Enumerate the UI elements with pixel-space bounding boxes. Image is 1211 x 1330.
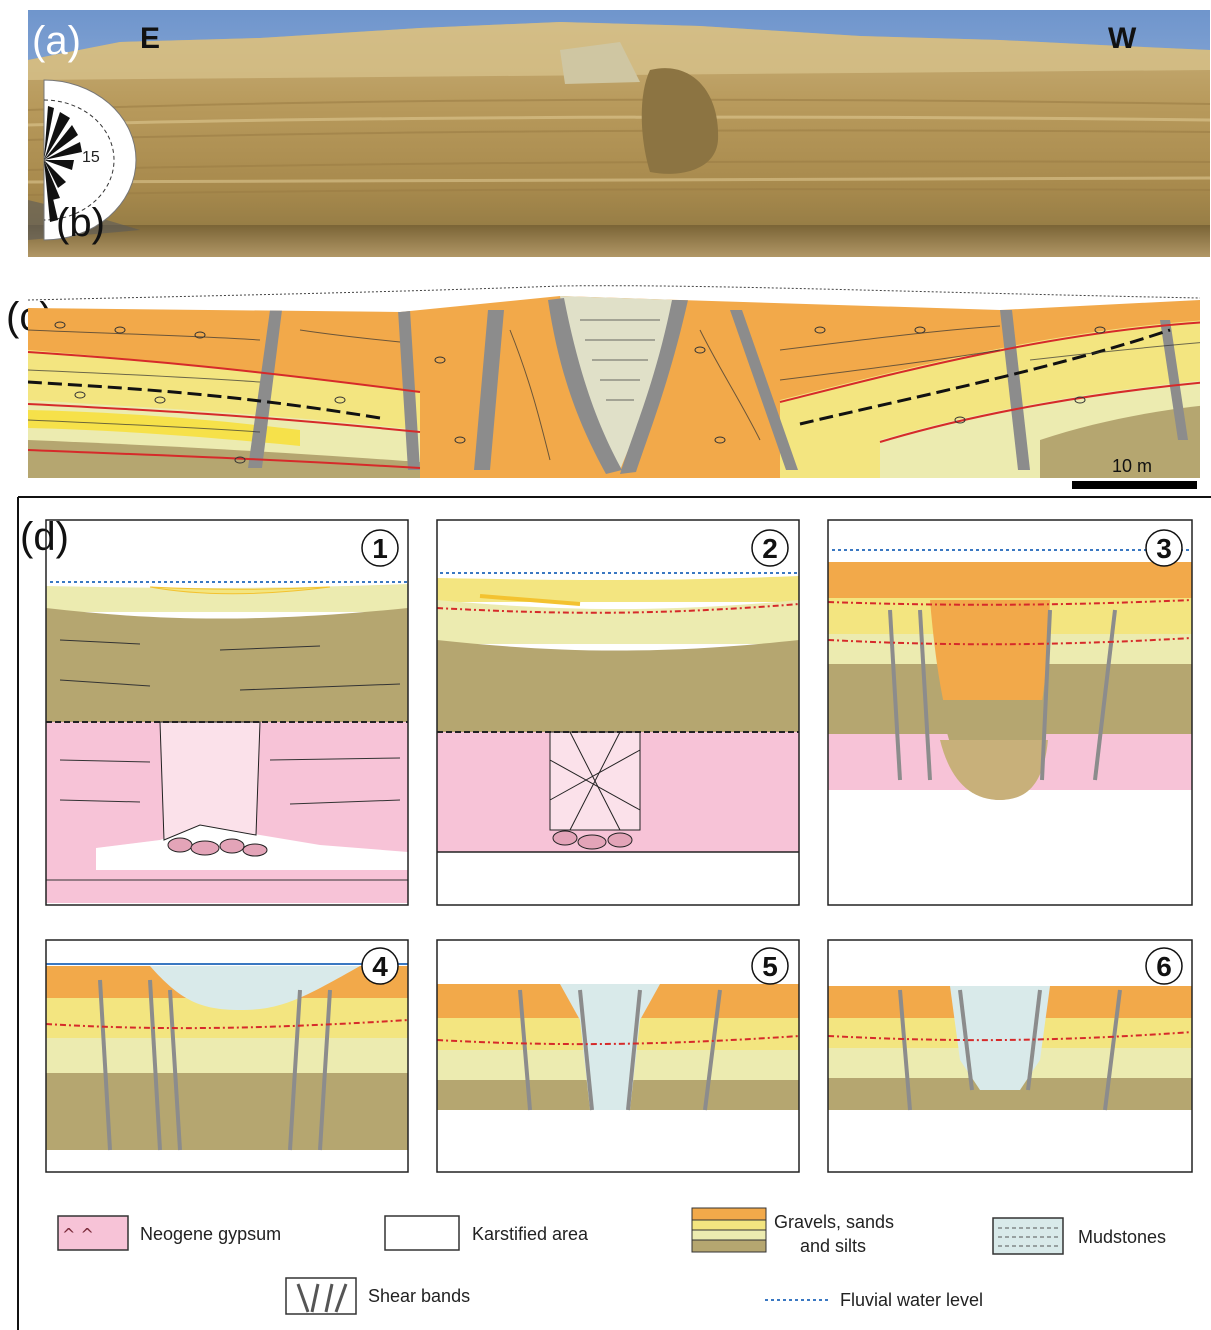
legend-gravels: Gravels, sands and silts <box>692 1208 894 1256</box>
panel-a-label: (a) <box>32 19 81 63</box>
shear-swatch <box>286 1278 356 1314</box>
step-1-diagram: 1 <box>46 520 408 905</box>
step-5-diagram: 5 <box>437 940 799 1172</box>
panel-a-photo <box>28 10 1210 257</box>
step-2-number: 2 <box>762 533 778 564</box>
east-label: E <box>140 22 160 55</box>
rose-scale-value: 15 <box>82 149 100 166</box>
step-1-number: 1 <box>372 533 388 564</box>
step-5-number: 5 <box>762 951 778 982</box>
step-3-diagram: 3 <box>828 520 1192 905</box>
legend-gravels-label-1: Gravels, sands <box>774 1212 894 1232</box>
legend-karst-label: Karstified area <box>472 1224 589 1244</box>
step-4-number: 4 <box>372 951 388 982</box>
legend-water-label: Fluvial water level <box>840 1290 983 1310</box>
legend-water: Fluvial water level <box>765 1290 983 1310</box>
scale-bar-label: 10 m <box>1112 456 1152 476</box>
legend-karst: Karstified area <box>385 1216 589 1250</box>
legend-gypsum: ^ ^ Neogene gypsum <box>58 1216 281 1250</box>
west-label: W <box>1108 22 1137 55</box>
step-2-diagram: 2 <box>437 520 799 905</box>
legend-gypsum-label: Neogene gypsum <box>140 1224 281 1244</box>
legend: ^ ^ Neogene gypsum Karstified area Grave… <box>58 1208 1166 1314</box>
legend-gravels-label-2: and silts <box>800 1236 866 1256</box>
mudstones-swatch <box>993 1218 1063 1254</box>
legend-shear-label: Shear bands <box>368 1286 470 1306</box>
river-water <box>28 225 1210 257</box>
panel-c-section <box>28 290 1208 480</box>
step-3-number: 3 <box>1156 533 1172 564</box>
karst-swatch <box>385 1216 459 1250</box>
panel-b-label: (b) <box>56 201 105 245</box>
svg-text:^ ^: ^ ^ <box>62 1225 94 1244</box>
step-6-number: 6 <box>1156 951 1172 982</box>
legend-mudstones: Mudstones <box>993 1218 1166 1254</box>
scale-bar-rect <box>1072 481 1197 489</box>
step-4-diagram: 4 <box>46 940 408 1172</box>
legend-shear: Shear bands <box>286 1278 470 1314</box>
legend-mudstones-label: Mudstones <box>1078 1227 1166 1247</box>
panel-d-label: (d) <box>20 515 69 559</box>
step-6-diagram: 6 <box>828 940 1192 1172</box>
